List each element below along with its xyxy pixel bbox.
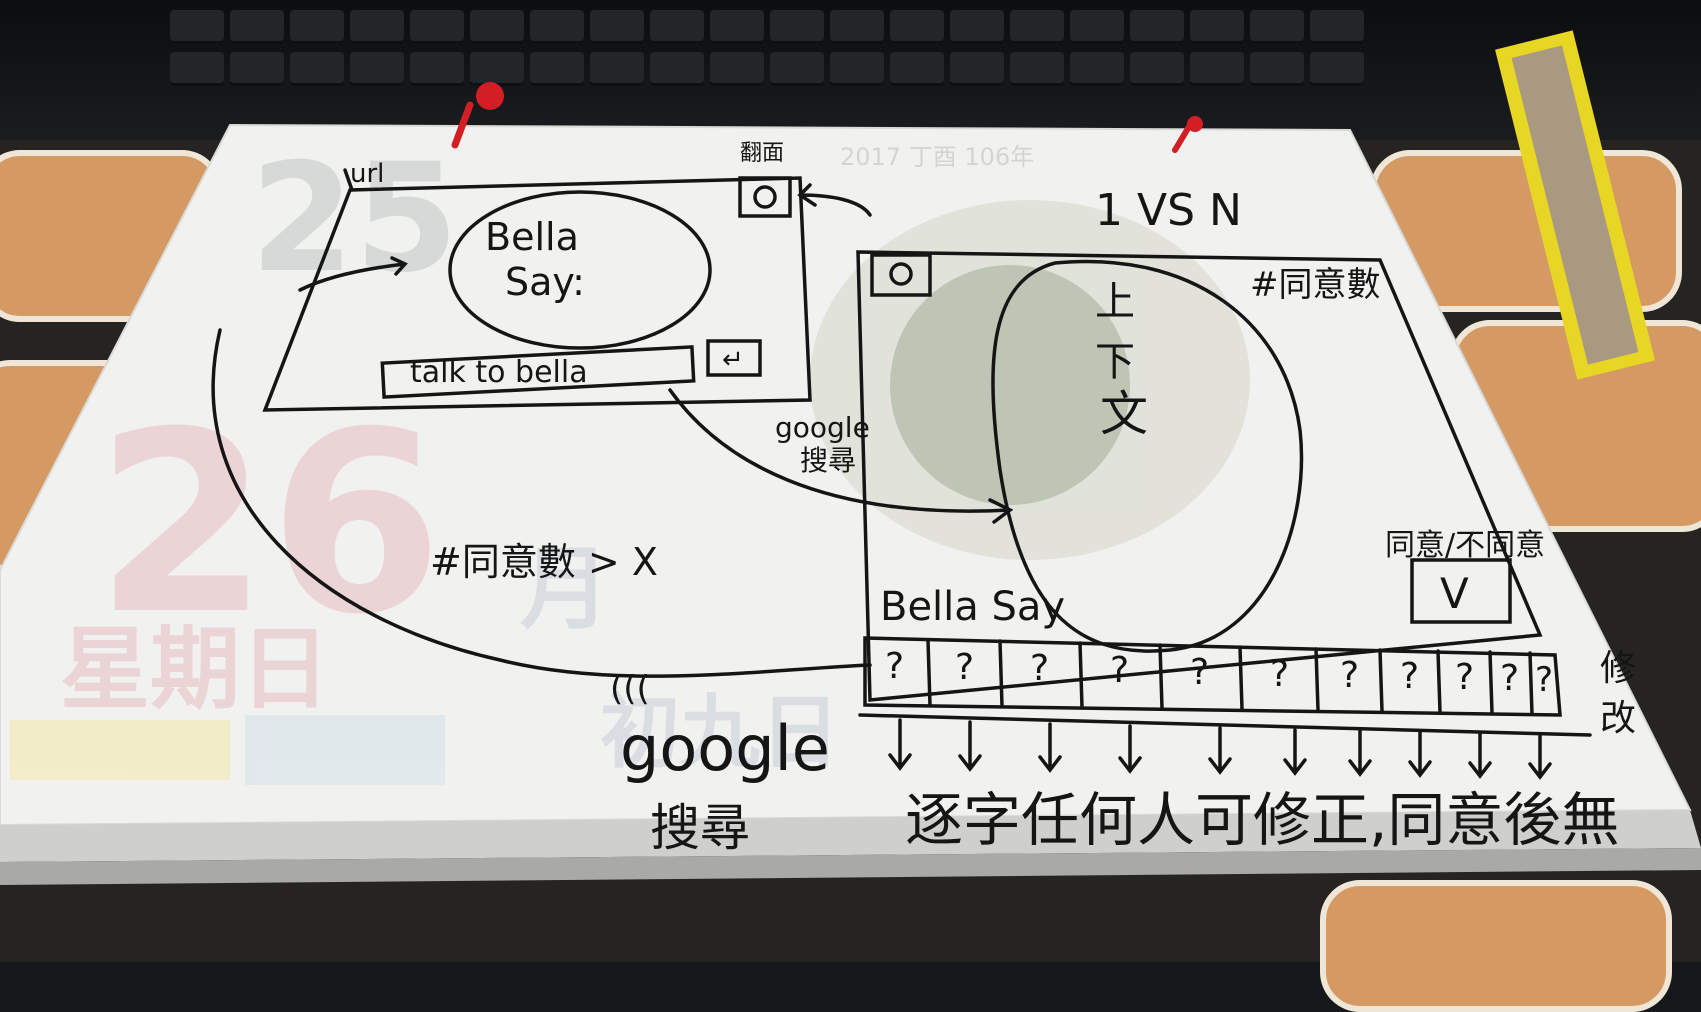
modify-label-2: 改: [1600, 698, 1636, 739]
word-cell: ?: [1400, 656, 1419, 697]
keyboard-row: [170, 10, 1364, 44]
bella-bubble-line1: Bella: [485, 215, 579, 259]
word-cell: ?: [955, 647, 974, 688]
context-line2: 下: [1095, 339, 1135, 385]
bella-bubble-line2: Say:: [505, 260, 585, 304]
calendar-month: 月: [520, 537, 610, 642]
pushpin-icon: [451, 82, 504, 149]
versus-label: 1 VS N: [1095, 185, 1242, 236]
agree-threshold-label: #同意數 > X: [430, 540, 658, 584]
bella-say-label: Bella Say: [880, 584, 1065, 630]
word-cell: ?: [1500, 658, 1519, 699]
agree-disagree-label: 同意/不同意: [1385, 528, 1545, 563]
modify-label-1: 修: [1600, 648, 1636, 689]
google-search-small-line2: 搜尋: [800, 444, 856, 477]
word-cell: ?: [1270, 654, 1289, 695]
url-label: url: [350, 159, 384, 189]
calendar-print: 25 26 星期日 月 初九日 2017 丁酉 106年: [10, 132, 1250, 785]
word-cell: ?: [1535, 660, 1553, 700]
signal-icon: (((: [610, 669, 650, 709]
keyboard-row: [170, 52, 1364, 86]
flip-label: 翻面: [740, 141, 784, 166]
context-line1: 上: [1095, 279, 1135, 325]
word-cell: ?: [1190, 652, 1209, 693]
send-icon: ↵: [722, 345, 744, 375]
calendar-lunar-day: 初九日: [600, 686, 840, 779]
talk-input-label: talk to bella: [410, 355, 588, 390]
google-search-large-line1: google: [620, 712, 830, 785]
google-search-small-line1: google: [775, 411, 870, 444]
word-cells: ? ? ? ? ? ? ? ? ? ? ?: [885, 646, 1553, 700]
word-cell: ?: [1110, 650, 1129, 691]
word-cell: ?: [1030, 648, 1049, 689]
calendar-number-top: 25: [250, 132, 459, 306]
word-cell: ?: [885, 646, 904, 687]
word-cell: ?: [1340, 655, 1359, 696]
sketch-canvas: 25 26 星期日 月 初九日 2017 丁酉 106年: [0, 82, 1701, 885]
chat-window-sketch: [211, 168, 1014, 678]
bottom-note: 逐字任何人可修正,同意後無: [905, 786, 1619, 854]
phone-sketch: [856, 250, 1592, 780]
calendar-weekday: 星期日: [60, 617, 330, 722]
pushpin-icon: [1172, 116, 1203, 153]
google-search-large-line2: 搜尋: [650, 799, 750, 857]
context-line3: 文: [1100, 386, 1148, 442]
paper-sheet: 25 26 星期日 月 初九日 2017 丁酉 106年: [0, 82, 1701, 885]
agree-checkbox: V: [1440, 569, 1469, 618]
word-cell: ?: [1455, 657, 1474, 698]
agree-count-label: #同意數: [1250, 265, 1381, 305]
calendar-year: 2017 丁酉 106年: [840, 143, 1034, 171]
